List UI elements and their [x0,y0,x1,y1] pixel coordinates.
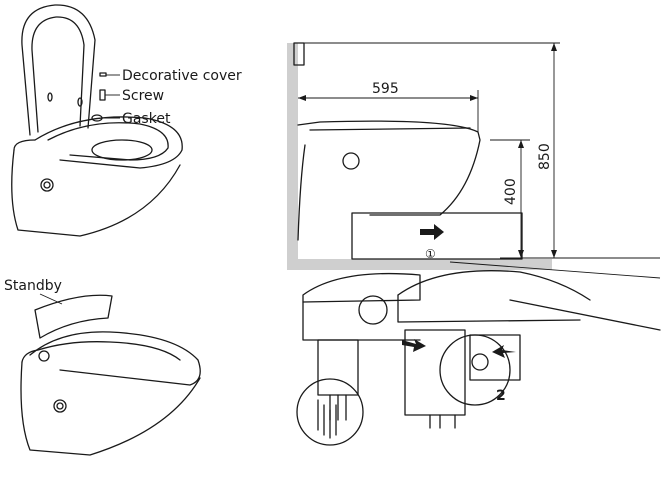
circled-marker-one: ① [425,247,436,261]
step-two-marker: 2 [496,388,506,404]
panel-standby: Standby [4,278,201,456]
decorative-cover-label: Decorative cover [122,68,242,84]
width-dimension: 595 [372,81,399,97]
gasket-label: Gasket [122,111,171,127]
panel-dimensions: 595 ① 400 850 [287,42,661,279]
total-height-dimension: 850 [537,143,553,170]
screw-label: Screw [122,88,164,104]
seat-height-dimension: 400 [503,178,519,205]
panel-hose-connection: 2 [296,270,661,446]
standby-label: Standby [4,278,62,294]
panel-lid-open: Decorative cover Screw Gasket [11,4,242,237]
